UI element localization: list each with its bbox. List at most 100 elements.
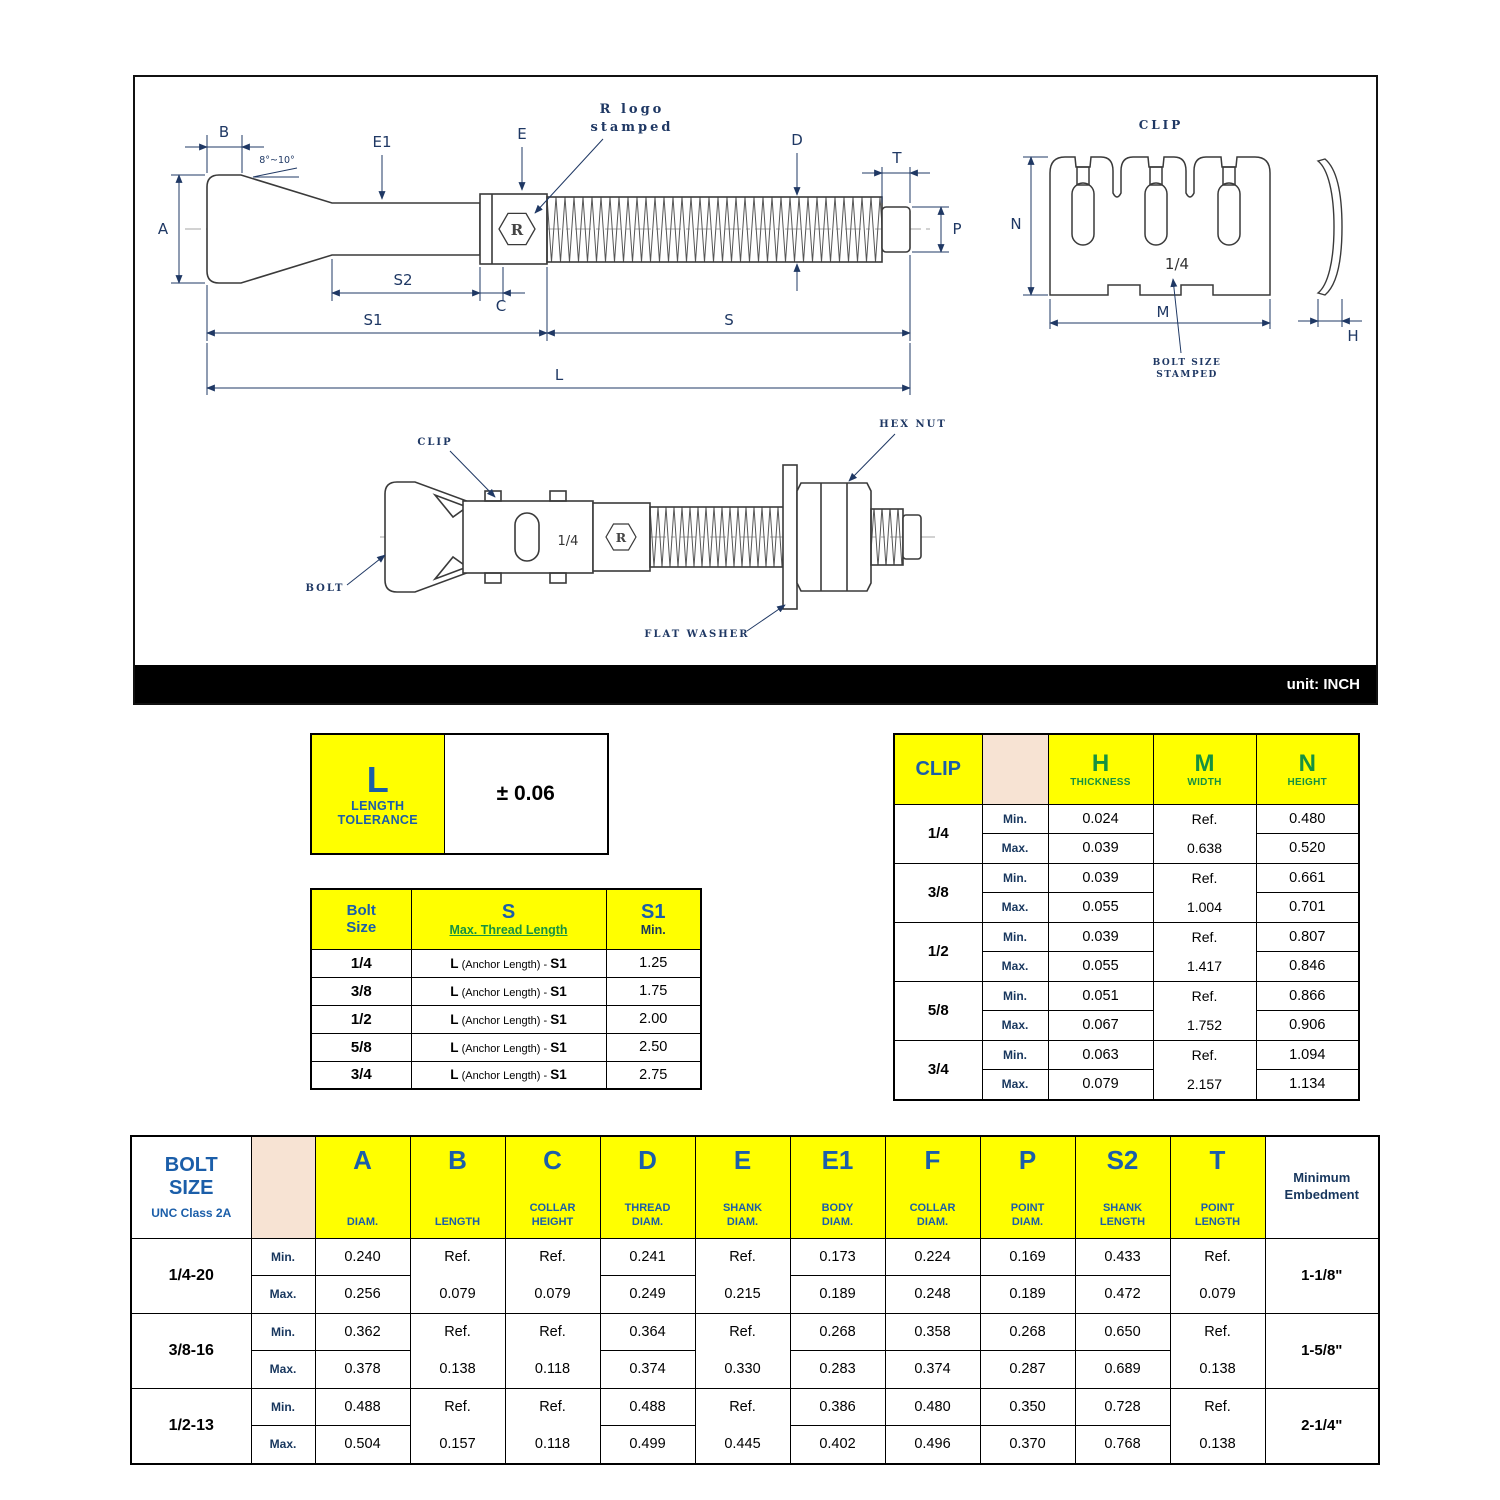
s-table-s-header: S Max. Thread Length	[410, 888, 607, 950]
size-cell: 3/8	[310, 976, 412, 1006]
size-cell: 1/2	[893, 921, 983, 982]
formula-cell: L (Anchor Length) - S1	[410, 1060, 607, 1090]
clip-row-min: 3/4 Min. 0.063 Ref. 2.157 1.094	[893, 1039, 1360, 1100]
dim-label-l: L	[555, 366, 564, 384]
col-sub: WIDTH	[1187, 776, 1222, 788]
assembly-bolt-label: BOLT	[305, 583, 344, 594]
value-cell: 0.241	[599, 1237, 696, 1276]
dim-label-m: M	[1157, 303, 1170, 321]
size-cell: 3/8-16	[130, 1312, 252, 1389]
s-table-row: 5/8 L (Anchor Length) - S1 2.50	[310, 1032, 702, 1062]
bolt-row-max: Max. 0.256 0.249 0.189 0.248 0.189 0.472	[131, 1275, 1379, 1314]
value-cell: 0.768	[1074, 1425, 1171, 1464]
formula-l: L	[450, 955, 459, 971]
s1-letter: S1	[641, 901, 666, 924]
assembly-washer-label: FLAT WASHER	[644, 629, 749, 640]
r-logo-note-line1: R logo	[600, 102, 665, 117]
value-cell: 0.846	[1255, 951, 1360, 982]
length-tolerance-table: L LENGTH TOLERANCE ± 0.06	[310, 733, 609, 855]
assembly-leaders	[346, 433, 896, 632]
tolerance-value: ± 0.06	[496, 782, 555, 805]
assembly-hexnut-label: HEX NUT	[879, 419, 947, 430]
value-cell: 0.488	[599, 1387, 696, 1427]
clip-row-min: 1/4 Min. 0.024 Ref. 0.638 0.480	[893, 803, 1360, 864]
value-cell: 0.496	[884, 1425, 981, 1464]
value-cell: 0.249	[599, 1275, 696, 1314]
bolt-col-embedment-header: Minimum Embedment	[1264, 1135, 1380, 1239]
dimension-labels: A B 8°~10° E1 E D T P S2 C S1 S L	[158, 123, 962, 384]
bolt-row-min: 1/4-20 Min. 0.240 Ref.0.079 Ref.0.079 0.…	[130, 1237, 1380, 1314]
value-cell: 2.75	[605, 1060, 702, 1090]
max-label: Max.	[250, 1275, 316, 1314]
size-cell: 5/8	[893, 980, 983, 1041]
dim-label-e1: E1	[372, 133, 391, 151]
min-label: Min.	[981, 862, 1049, 893]
bolt-table-blank-cell	[250, 1135, 316, 1239]
formula-cell: L (Anchor Length) - S1	[410, 1004, 607, 1034]
ref-value-cell: Ref.0.079	[1169, 1237, 1266, 1314]
dim-label-s1: S1	[363, 311, 382, 329]
size-cell: 1/4	[310, 948, 412, 978]
value-cell: 0.067	[1047, 1010, 1154, 1041]
clip-row-max: Max. 0.067 0.906	[894, 1010, 1360, 1041]
s-letter: S	[501, 901, 516, 924]
bolt-row-min: 3/8-16 Min. 0.362 Ref.0.138 Ref.0.118 0.…	[130, 1312, 1380, 1389]
min-label: Min.	[250, 1237, 316, 1276]
clip-col-m-header: M WIDTH	[1152, 733, 1257, 805]
value-cell: 0.287	[979, 1350, 1076, 1389]
embedment-cell: 1-1/8"	[1264, 1237, 1380, 1314]
size-cell: 1/4	[893, 803, 983, 864]
value-cell: 0.378	[314, 1350, 411, 1389]
value-cell: 0.039	[1047, 921, 1154, 952]
value-cell: 0.906	[1255, 1010, 1360, 1041]
ref-label: Ref.	[1191, 810, 1218, 827]
clip-row-max: Max. 0.039 0.520	[894, 833, 1360, 864]
value-cell: 0.520	[1255, 833, 1360, 864]
clip-dimensions	[1023, 156, 1271, 354]
ref-value-cell: Ref.0.118	[504, 1312, 601, 1389]
clip-table-title-cell: CLIP	[893, 733, 983, 805]
dim-label-s2: S2	[393, 271, 412, 289]
dim-label-n: N	[1010, 215, 1021, 233]
ref-value-cell: Ref.0.445	[694, 1387, 791, 1464]
ref-value-cell: Ref. 1.752	[1152, 980, 1257, 1041]
s-table-bolt-label: Bolt	[346, 902, 376, 919]
clip-col-n-header: N HEIGHT	[1255, 733, 1360, 805]
formula-cell: L (Anchor Length) - S1	[410, 1032, 607, 1062]
value-cell: 0.866	[1255, 980, 1360, 1011]
value-cell: 0.039	[1047, 862, 1154, 893]
ref-value-cell: Ref. 1.004	[1152, 862, 1257, 923]
angle-note: 8°~10°	[259, 155, 295, 166]
ref-value-cell: Ref. 2.157	[1152, 1039, 1257, 1100]
value-cell: 0.063	[1047, 1039, 1154, 1071]
value-cell: 0.728	[1074, 1387, 1171, 1427]
value-cell: 0.055	[1047, 951, 1154, 982]
value-cell: 0.051	[1047, 980, 1154, 1011]
value-cell: 0.079	[1047, 1069, 1154, 1100]
size-cell: 3/4	[310, 1060, 412, 1090]
value-cell: 0.248	[884, 1275, 981, 1314]
s1-sub-label: Min.	[640, 923, 666, 938]
clip-side-dimension	[1298, 299, 1362, 327]
tolerance-letter: L	[366, 759, 389, 801]
r-logo-hexagon-assembly	[605, 523, 637, 551]
s-table-size-label: Size	[346, 919, 377, 937]
clip-title: CLIP	[1139, 118, 1184, 132]
bolt-title-line1: BOLT	[164, 1154, 218, 1177]
assembly-clip-label: CLIP	[417, 437, 452, 448]
value-cell: 0.189	[979, 1275, 1076, 1314]
clip-dimensions-table: CLIP H THICKNESS M WIDTH N HEIGHT 1/4 Mi…	[893, 733, 1360, 1101]
dim-label-s: S	[724, 311, 734, 329]
bolt-row-min: 1/2-13 Min. 0.488 Ref.0.157 Ref.0.118 0.…	[130, 1387, 1380, 1464]
clip-face-view	[1049, 156, 1271, 296]
value-cell: 0.807	[1255, 921, 1360, 952]
value-cell: 0.039	[1047, 833, 1154, 864]
